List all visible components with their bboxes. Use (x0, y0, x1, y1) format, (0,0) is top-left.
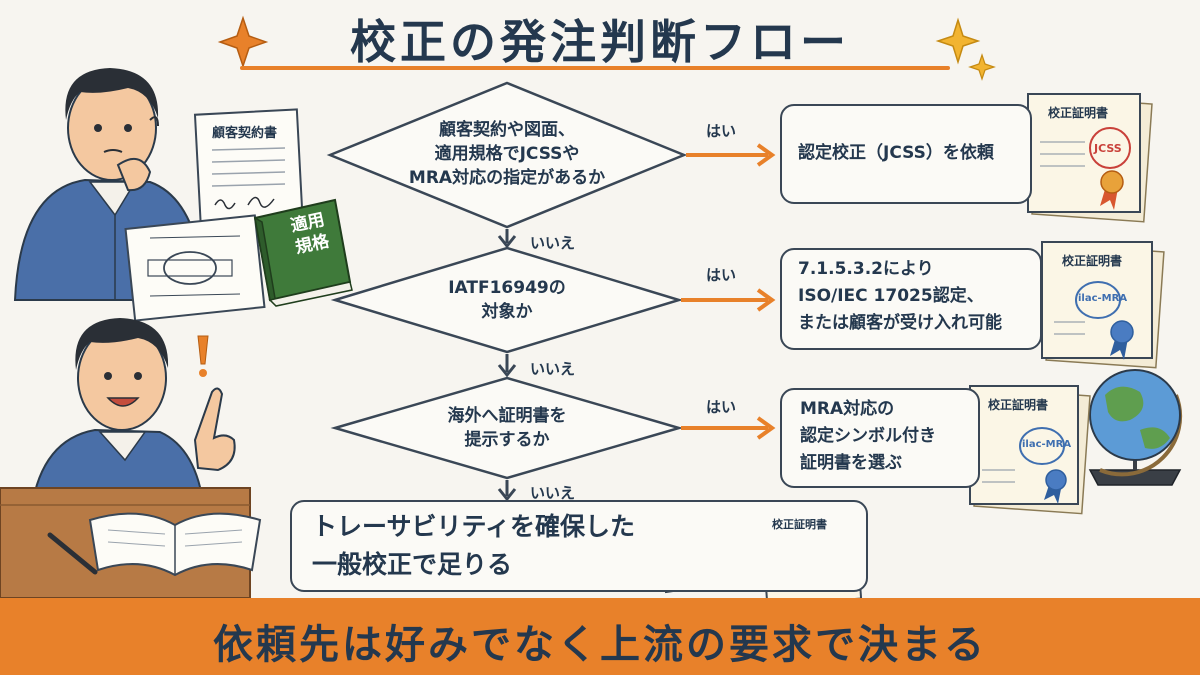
result-3-text: MRA対応の 認定シンボル付き 証明書を選ぶ (800, 399, 936, 473)
pen-icon (47, 532, 98, 575)
no-label: いいえ (530, 484, 576, 502)
result-2-text: 7.1.5.3.2により ISO/IEC 17025認定、 または顧客が受け入れ… (798, 259, 1002, 333)
jcss-mark: JCSS (1094, 142, 1122, 155)
contract-label: 顧客契約書 (212, 126, 278, 141)
ribbon-icon (1044, 469, 1067, 504)
no-label: いいえ (530, 360, 576, 378)
result-box-jcss (780, 104, 1032, 204)
question-3-text: 海外へ証明書を 提示するか (447, 406, 567, 450)
ribbon-icon (1110, 320, 1134, 360)
book-icon (253, 198, 353, 307)
certificate-icon (1041, 241, 1165, 369)
yes-arrow (686, 143, 776, 167)
no-arrow (497, 354, 517, 378)
certificate-title: 校正証明書 (772, 518, 827, 531)
ribbon-icon (1100, 170, 1124, 210)
footer-message: 依頼先は好みでなく上流の要求で決まる (213, 622, 987, 668)
exclamation-icon (197, 335, 209, 377)
yes-label: はい (706, 398, 737, 416)
decision-diamond (330, 376, 684, 480)
decision-diamond (326, 81, 688, 229)
open-book-icon (88, 512, 262, 577)
yes-arrow (681, 288, 776, 312)
sparkle-icon (935, 17, 996, 81)
certificate-icon (1027, 93, 1153, 223)
no-arrow (497, 229, 517, 249)
ilac-mra-mark: ilac-MRA (1022, 439, 1072, 450)
question-2-text: IATF16949の 対象か (448, 278, 566, 322)
ilac-mra-mark: ilac-MRA (1078, 293, 1128, 304)
no-arrow (497, 480, 517, 502)
certificate-title: 校正証明書 (988, 398, 1049, 412)
result-box-mra (780, 388, 980, 488)
no-label: いいえ (530, 234, 576, 252)
certificate-title: 校正証明書 (1048, 106, 1109, 120)
question-1-text: 顧客契約や図面、 適用規格でJCSSや MRA対応の指定があるか (408, 120, 606, 188)
globe-icon (1088, 369, 1183, 486)
yes-label: はい (706, 266, 737, 284)
final-result-text: トレーサビリティを確保した 一般校正で足りる (312, 512, 636, 579)
page-title: 校正の発注判断フロー (350, 15, 850, 69)
result-box-iso17025 (780, 248, 1042, 350)
title-underline (240, 66, 950, 70)
blueprint-icon (124, 214, 266, 322)
yes-label: はい (706, 122, 737, 140)
final-result-box (290, 500, 868, 592)
result-1-text: 認定校正（JCSS）を依頼 (798, 143, 994, 163)
yes-arrow (681, 416, 776, 440)
footer-banner (0, 598, 1200, 675)
certificate-title: 校正証明書 (1062, 254, 1123, 268)
decision-diamond (330, 246, 684, 354)
